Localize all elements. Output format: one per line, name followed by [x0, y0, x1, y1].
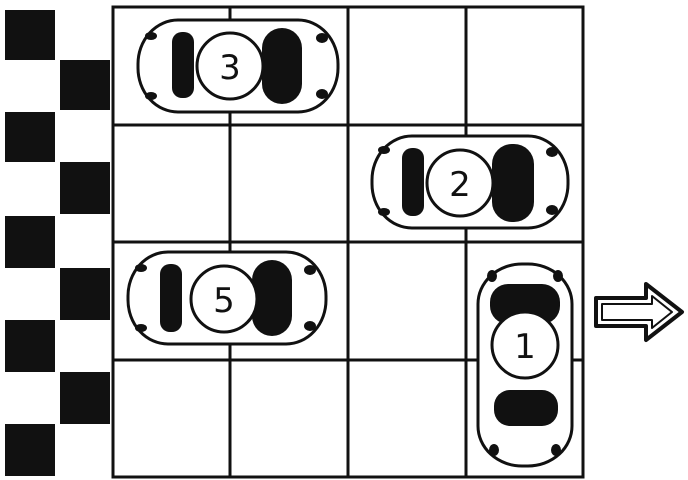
checkered-flag-strip [0, 0, 110, 480]
car-5-number: 5 [213, 281, 235, 321]
car-2-number: 2 [449, 165, 471, 205]
arrow-right-icon [596, 284, 682, 340]
car-3-number: 3 [219, 48, 241, 88]
car-2[interactable]: 2 [372, 136, 568, 228]
car-1-number: 1 [514, 327, 536, 367]
car-3[interactable]: 3 [138, 20, 338, 112]
car-1[interactable]: 1 [478, 264, 572, 466]
car-5[interactable]: 5 [128, 252, 326, 344]
